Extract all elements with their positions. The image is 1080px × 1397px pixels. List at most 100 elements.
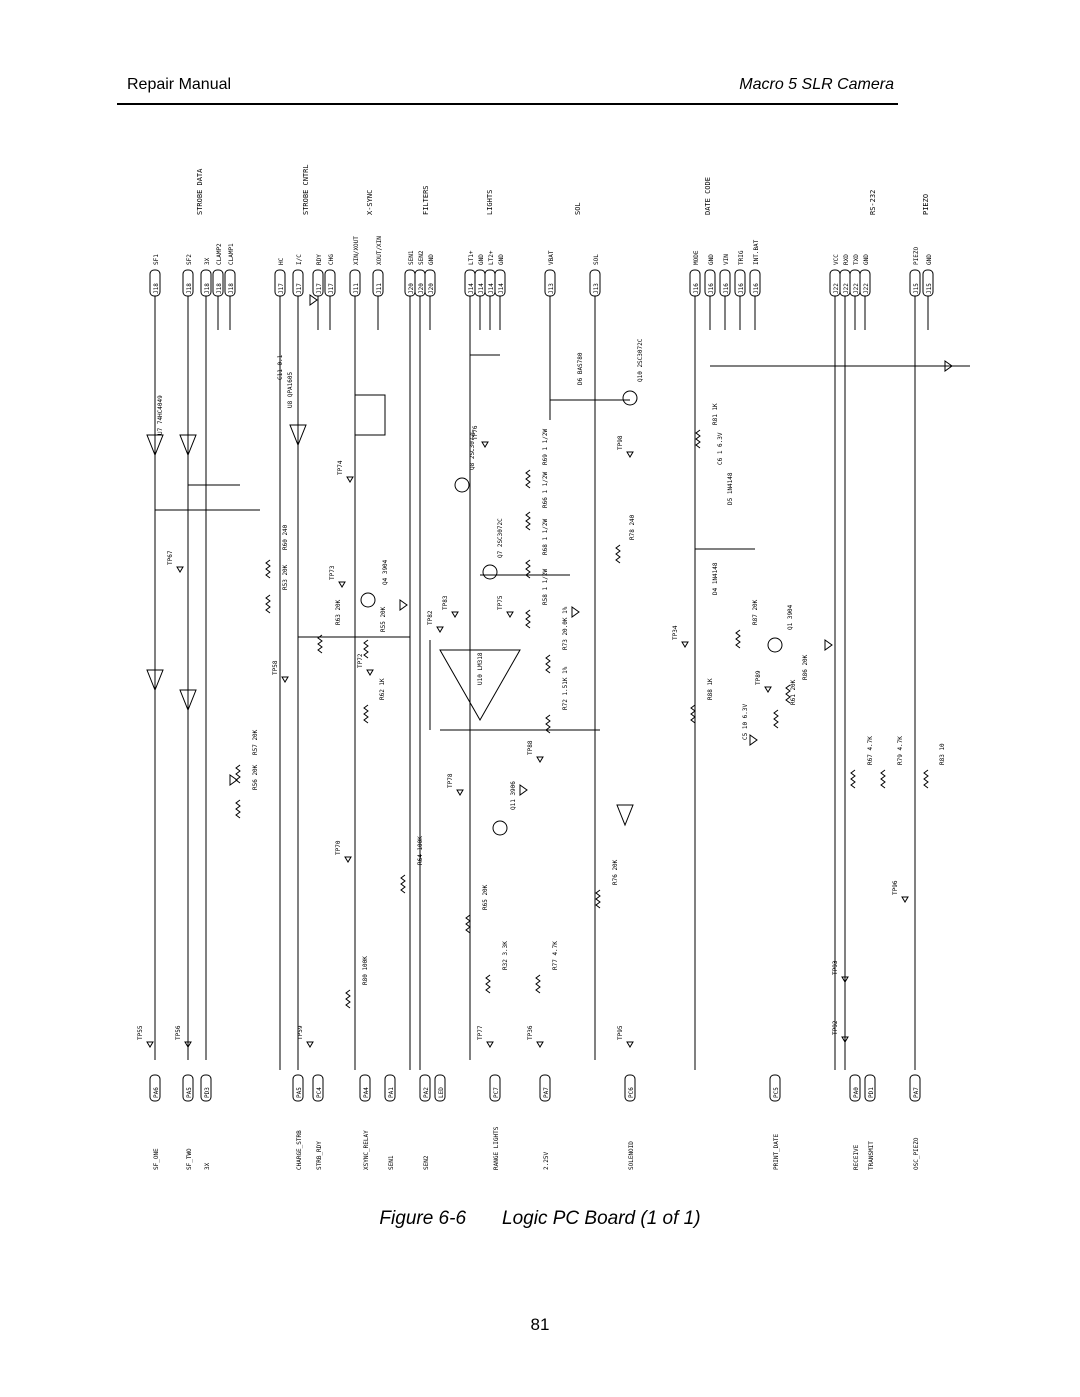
component-label: D4 1N4148 — [712, 562, 719, 595]
u8-optocoupler — [354, 394, 386, 436]
top-connector-label: J16 — [753, 283, 760, 294]
test-point-label: TP34 — [672, 625, 679, 640]
bottom-port-pc6 — [624, 1074, 636, 1102]
r77-resistor — [535, 974, 541, 994]
top-pin-label: SEN2 — [418, 250, 425, 265]
top-connector-label: J18 — [204, 283, 211, 294]
component-label: R61 20K — [790, 679, 797, 705]
component-label: R73 20.0K 1% — [562, 606, 569, 650]
r86-resistor — [785, 684, 791, 704]
component-label: Q7 2SC3072C — [497, 518, 504, 558]
component-label: D6 BAS780 — [577, 352, 584, 385]
r62-resistor — [363, 704, 369, 724]
top-pin-label: 3X — [204, 257, 211, 265]
test-point-label: TP98 — [617, 435, 624, 450]
top-pin-label: SOL — [593, 254, 600, 265]
top-connector-j17 — [274, 269, 286, 297]
top-connector-label: J13 — [548, 283, 555, 294]
top-pin-label: LT2+ — [488, 250, 495, 265]
top-connector-label: J17 — [316, 283, 323, 294]
top-pin-label: CLAMP1 — [228, 243, 235, 265]
bottom-signal-label: OSC_PIEZO — [913, 1137, 920, 1170]
component-label: R68 1 1/2W — [542, 518, 549, 555]
component-label: R65 20K — [482, 884, 489, 910]
connector-group-label: STROBE CNTRL — [302, 164, 310, 215]
q1-transistor — [767, 637, 783, 653]
test-point-label: TP77 — [477, 1025, 484, 1040]
test-point-marker — [626, 1041, 634, 1048]
component-label: R53 20K — [282, 564, 289, 590]
top-connector-j18 — [200, 269, 212, 297]
test-point-marker — [344, 856, 352, 863]
top-connector-label: J22 — [853, 283, 860, 294]
bottom-signal-label: SOLENOID — [628, 1141, 635, 1170]
top-connector-j18 — [182, 269, 194, 297]
top-pin-label: XOUT/XIN — [376, 236, 383, 265]
test-point-marker — [306, 1041, 314, 1048]
connector-group-label: RS-232 — [869, 190, 877, 215]
test-point-marker — [481, 441, 489, 448]
top-pin-label: GND — [926, 254, 933, 265]
r80-resistor — [345, 989, 351, 1009]
r58-resistor — [525, 609, 531, 629]
connector-group-label: FILTERS — [422, 185, 430, 215]
top-connector-label: J17 — [296, 283, 303, 294]
r61-resistor — [773, 709, 779, 729]
bottom-port-pa6 — [149, 1074, 161, 1102]
component-label: R72 1.51K 1% — [562, 666, 569, 710]
test-point-label: TP36 — [527, 1025, 534, 1040]
test-point-label: TP56 — [175, 1025, 182, 1040]
top-connector-label: J11 — [353, 283, 360, 294]
component-label: R88 1K — [707, 678, 714, 700]
bottom-signal-label: XSYNC_RELAY — [363, 1130, 370, 1170]
top-connector-label: J20 — [408, 283, 415, 294]
connector-group-label: SOL — [574, 202, 582, 215]
component-label: Q11 3906 — [510, 781, 517, 810]
ground-symbol — [309, 294, 318, 306]
top-connector-label: J13 — [593, 283, 600, 294]
connector-group-label: X-SYNC — [366, 190, 374, 215]
ground-symbol — [399, 599, 408, 611]
test-point-marker — [146, 1041, 154, 1048]
top-pin-label: I/C — [296, 254, 303, 265]
bottom-signal-label: STRB_RDY — [316, 1141, 323, 1170]
top-connector-j13 — [544, 269, 556, 297]
top-pin-label: SF1 — [153, 254, 160, 265]
bottom-port-label: PA1 — [388, 1087, 395, 1098]
u7-buffer-2 — [146, 669, 164, 692]
bottom-port-pa1 — [384, 1074, 396, 1102]
r55-resistor — [363, 639, 369, 659]
component-label: R55 20K — [380, 606, 387, 632]
component-label: R60 240 — [282, 524, 289, 550]
top-connector-j16 — [734, 269, 746, 297]
r53-resistor — [265, 594, 271, 614]
r88-resistor — [690, 704, 696, 724]
bottom-signal-label: SF_TWO — [186, 1148, 193, 1170]
schematic-wires — [154, 296, 970, 1070]
top-pin-label: RXD — [843, 254, 850, 265]
r79-resistor — [880, 769, 886, 789]
top-pin-label: GND — [498, 254, 505, 265]
r32-resistor — [485, 974, 491, 994]
r67-resistor — [850, 769, 856, 789]
component-label: R57 20K — [252, 729, 259, 755]
bottom-signal-label: RECEIVE — [853, 1144, 860, 1170]
top-connector-label: J18 — [153, 283, 160, 294]
bottom-signal-label: CHARGE_STRB — [296, 1130, 303, 1170]
component-label: R56 20K — [252, 764, 259, 790]
top-pin-label: INT.BAT — [753, 239, 760, 265]
component-label: C5 10 6.3V — [742, 703, 749, 740]
test-point-label: TP74 — [337, 460, 344, 475]
top-connector-label: J20 — [418, 283, 425, 294]
test-point-label: TP55 — [137, 1025, 144, 1040]
u7-buffer-6 — [146, 434, 164, 457]
schematic-components — [146, 269, 953, 1102]
bottom-port-label: PA2 — [423, 1087, 430, 1098]
bottom-signal-label: SF_ONE — [153, 1148, 160, 1170]
top-pin-label: HC — [278, 257, 285, 265]
r81-resistor — [695, 429, 701, 449]
top-connector-label: J11 — [376, 283, 383, 294]
top-pin-label: CHG — [328, 254, 335, 265]
top-connector-j22 — [859, 269, 871, 297]
